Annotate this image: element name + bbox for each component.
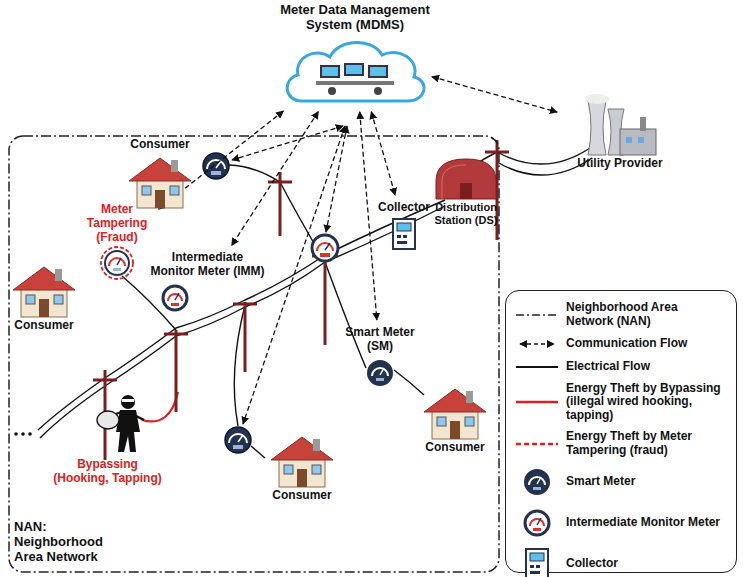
legend-sample (520, 506, 554, 540)
house-icon (11, 263, 77, 319)
legend-sample (514, 336, 560, 352)
legend-sample (514, 394, 560, 410)
node-label: Meter Data Management System (MDMS) (280, 3, 430, 33)
consumer-house: Consumer (120, 135, 200, 213)
legend-row: Intermediate Monitor Meter (514, 506, 728, 540)
theft-label: Bypassing (Hooking, Tapping) (50, 458, 165, 486)
utility-provider: Utility Provider (560, 86, 680, 174)
meterT-icon (100, 246, 134, 280)
legend-text: Intermediate Monitor Meter (566, 516, 720, 530)
house-icon (269, 433, 335, 489)
house-icon (422, 385, 488, 441)
legend-text: Collector (566, 557, 618, 571)
node-label: Intermediate Monitor Meter (IMM) (150, 251, 265, 279)
legend-sample (520, 465, 554, 499)
legend-text: Neighborhood Area Network (NAN) (566, 301, 728, 329)
legend-text: Communication Flow (566, 337, 687, 351)
legend-row: Smart Meter (514, 465, 728, 499)
communication-flow (371, 112, 395, 195)
factory-icon (580, 91, 660, 157)
cloud-icon (280, 35, 430, 107)
meterS-icon (363, 356, 397, 390)
node-label: Consumer (420, 441, 490, 455)
legend-text: Energy Theft by Meter Tampering (fraud) (566, 430, 728, 458)
legend-sample (514, 359, 560, 375)
legend-row: Energy Theft by Bypassing (illegal wired… (514, 382, 728, 423)
nan-region: NAN: Neighborhood Area NetworkConsumerMe… (8, 135, 500, 573)
legend-text: Smart Meter (566, 475, 635, 489)
node-label: Meter Tampering (Fraud) (78, 203, 156, 244)
legend-row: Electrical Flow (514, 359, 728, 375)
mdms-cloud: Meter Data Management System (MDMS) (280, 0, 430, 110)
legend-text: Energy Theft by Bypassing (illegal wired… (566, 382, 728, 423)
communication-flow (232, 112, 319, 246)
node-label: Utility Provider (560, 157, 680, 171)
tampered-meter: Meter Tampering (Fraud) (78, 200, 156, 283)
distribution-station: Distribution Station (DS) (433, 150, 499, 229)
bypass-wire (142, 392, 178, 421)
legend-row: Neighborhood Area Network (NAN) (514, 301, 728, 329)
consumer-house: Consumer (420, 380, 490, 458)
legend-row: Energy Theft by Meter Tampering (fraud) (514, 430, 728, 458)
thief-figure (97, 395, 144, 452)
consumer-house: Consumer (262, 428, 342, 506)
smart-meter: Smart Meter (SM) (340, 323, 420, 393)
communication-flow (360, 112, 377, 320)
building-icon (434, 155, 498, 201)
legend-sample (514, 307, 560, 323)
node-label: Consumer (120, 138, 200, 152)
legend-box: Neighborhood Area Network (NAN) Communica… (505, 290, 737, 573)
node-label: Smart Meter (SM) (340, 326, 420, 354)
node-label: Consumer (8, 319, 80, 333)
continuation-dots (14, 432, 32, 436)
node-label: Consumer (262, 489, 342, 503)
legend-text: Electrical Flow (566, 360, 650, 374)
node-label: Distribution Station (DS) (433, 201, 499, 226)
region-label: NAN: Neighborhood Area Network (14, 520, 122, 565)
layout-meters (203, 153, 338, 453)
communication-flow (432, 77, 557, 112)
legend-row: Collector (514, 547, 728, 577)
legend-sample (520, 547, 554, 577)
house-icon (127, 154, 193, 210)
legend-row: Communication Flow (514, 336, 728, 352)
collector-icon (391, 217, 417, 251)
intermediate-meter: Intermediate Monitor Meter (IMM) (150, 248, 265, 318)
node-label: Collector (376, 201, 432, 215)
meterI-icon (158, 281, 192, 315)
utility-poles (93, 140, 509, 460)
collector-box: Collector (376, 198, 432, 254)
consumer-house: Consumer (8, 258, 80, 336)
legend-sample (514, 436, 560, 452)
